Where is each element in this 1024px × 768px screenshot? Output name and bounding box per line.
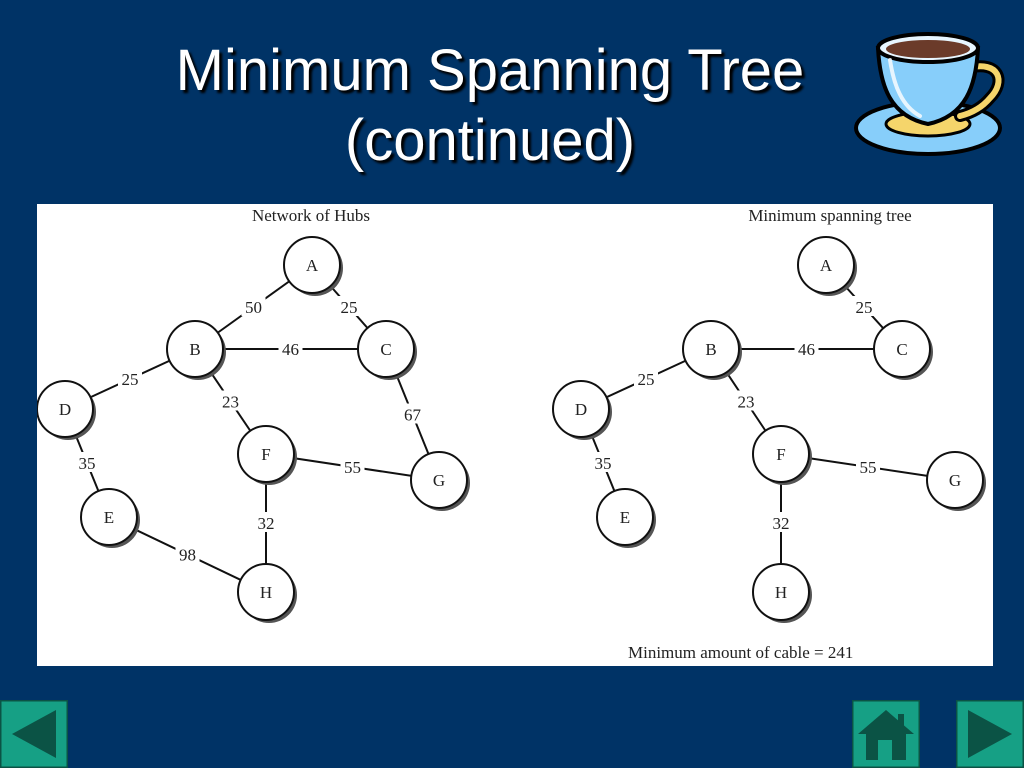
home-icon — [858, 710, 914, 760]
slide-title: Minimum Spanning Tree (continued) — [90, 36, 890, 176]
right-node-d — [552, 380, 610, 438]
right-edge-label-bg — [769, 512, 793, 532]
previous-arrow-icon — [12, 710, 56, 758]
right-edge-label-bg — [634, 368, 658, 388]
left-node-label-e: E — [104, 508, 114, 527]
right-edge-label-bg — [794, 338, 819, 358]
left-node-f — [237, 425, 295, 483]
left-node-label-b: B — [189, 340, 200, 359]
right-edge-label-bg — [591, 452, 615, 472]
left-edge-weight-fh: 32 — [258, 514, 275, 533]
right-edge-weight-fg: 55 — [860, 458, 877, 477]
right-node-f — [752, 425, 810, 483]
left-edge-weight-de: 35 — [79, 454, 96, 473]
title-line-1: Minimum Spanning Tree — [175, 38, 805, 103]
right-node-a — [797, 236, 855, 294]
hub-network-diagram: Network of Hubs Minimum spanning tree 50… — [37, 206, 986, 662]
left-edge-label-bg — [337, 296, 361, 316]
left-node-e — [80, 488, 138, 546]
right-edge-weight-bd: 25 — [638, 370, 655, 389]
right-edge-label-bg — [852, 296, 876, 316]
right-node-label-g: G — [949, 471, 961, 490]
left-edge-weight-ab: 50 — [245, 298, 262, 317]
left-network-graph: 50 25 46 25 23 67 35 55 32 98 A B C D E F G H — [37, 236, 470, 623]
left-edge-label-bg — [278, 338, 303, 358]
left-edge-weight-bf: 23 — [222, 393, 239, 412]
left-node-label-a: A — [306, 256, 319, 275]
left-edge-label-bg — [175, 543, 200, 564]
left-edge-label-bg — [75, 452, 99, 472]
right-edge-label-bg — [734, 390, 758, 411]
left-node-b — [166, 320, 224, 378]
left-edge-weight-eh: 98 — [179, 546, 196, 565]
left-edge-label-bg — [400, 403, 425, 424]
right-caption: Minimum spanning tree — [748, 206, 911, 225]
cable-total-label: Minimum amount of cable = 241 — [628, 643, 853, 662]
right-node-b — [682, 320, 740, 378]
next-button[interactable] — [956, 700, 1024, 768]
right-edge-weight-bc: 46 — [798, 340, 815, 359]
left-node-label-f: F — [261, 445, 270, 464]
left-node-label-c: C — [380, 340, 391, 359]
right-node-label-c: C — [896, 340, 907, 359]
right-node-h — [752, 563, 810, 621]
right-node-label-a: A — [820, 256, 833, 275]
coffee-cup-icon — [854, 32, 1005, 156]
left-node-label-g: G — [433, 471, 445, 490]
left-caption: Network of Hubs — [252, 206, 370, 225]
right-node-g — [926, 451, 984, 509]
right-node-label-h: H — [775, 583, 787, 602]
right-node-e — [596, 488, 654, 546]
right-spanning-tree: 25 46 25 23 35 55 32 A B C D E F G H — [552, 236, 986, 623]
left-node-g — [410, 451, 468, 509]
left-edge-label-bg — [118, 368, 142, 388]
right-edge-weight-bf: 23 — [738, 393, 755, 412]
right-node-label-b: B — [705, 340, 716, 359]
title-line-2: (continued) — [344, 108, 636, 173]
left-node-label-d: D — [59, 400, 71, 419]
left-node-a — [283, 236, 341, 294]
left-node-c — [357, 320, 415, 378]
left-edge-weight-cg: 67 — [404, 406, 422, 425]
right-edge-label-bg — [856, 456, 880, 476]
next-arrow-icon — [968, 710, 1012, 758]
right-node-label-e: E — [620, 508, 630, 527]
left-edge-label-bg — [241, 296, 266, 316]
left-edge-weight-bd: 25 — [122, 370, 139, 389]
left-edge-label-bg — [254, 512, 278, 532]
left-edge-weight-fg: 55 — [344, 458, 361, 477]
left-edge-weight-bc: 46 — [282, 340, 299, 359]
home-button[interactable] — [852, 700, 920, 768]
right-node-label-d: D — [575, 400, 587, 419]
diagram-panel: Network of Hubs Minimum spanning tree 50… — [37, 204, 993, 666]
right-edge-weight-de: 35 — [595, 454, 612, 473]
left-edge-label-bg — [340, 456, 365, 476]
left-edge-weight-ac: 25 — [341, 298, 358, 317]
left-node-h — [237, 563, 295, 621]
right-edge-weight-ac: 25 — [856, 298, 873, 317]
left-node-label-h: H — [260, 583, 272, 602]
right-edge-weight-fh: 32 — [773, 514, 790, 533]
left-node-d — [37, 380, 94, 438]
previous-button[interactable] — [0, 700, 68, 768]
right-node-label-f: F — [776, 445, 785, 464]
left-edge-label-bg — [218, 390, 243, 411]
right-node-c — [873, 320, 931, 378]
